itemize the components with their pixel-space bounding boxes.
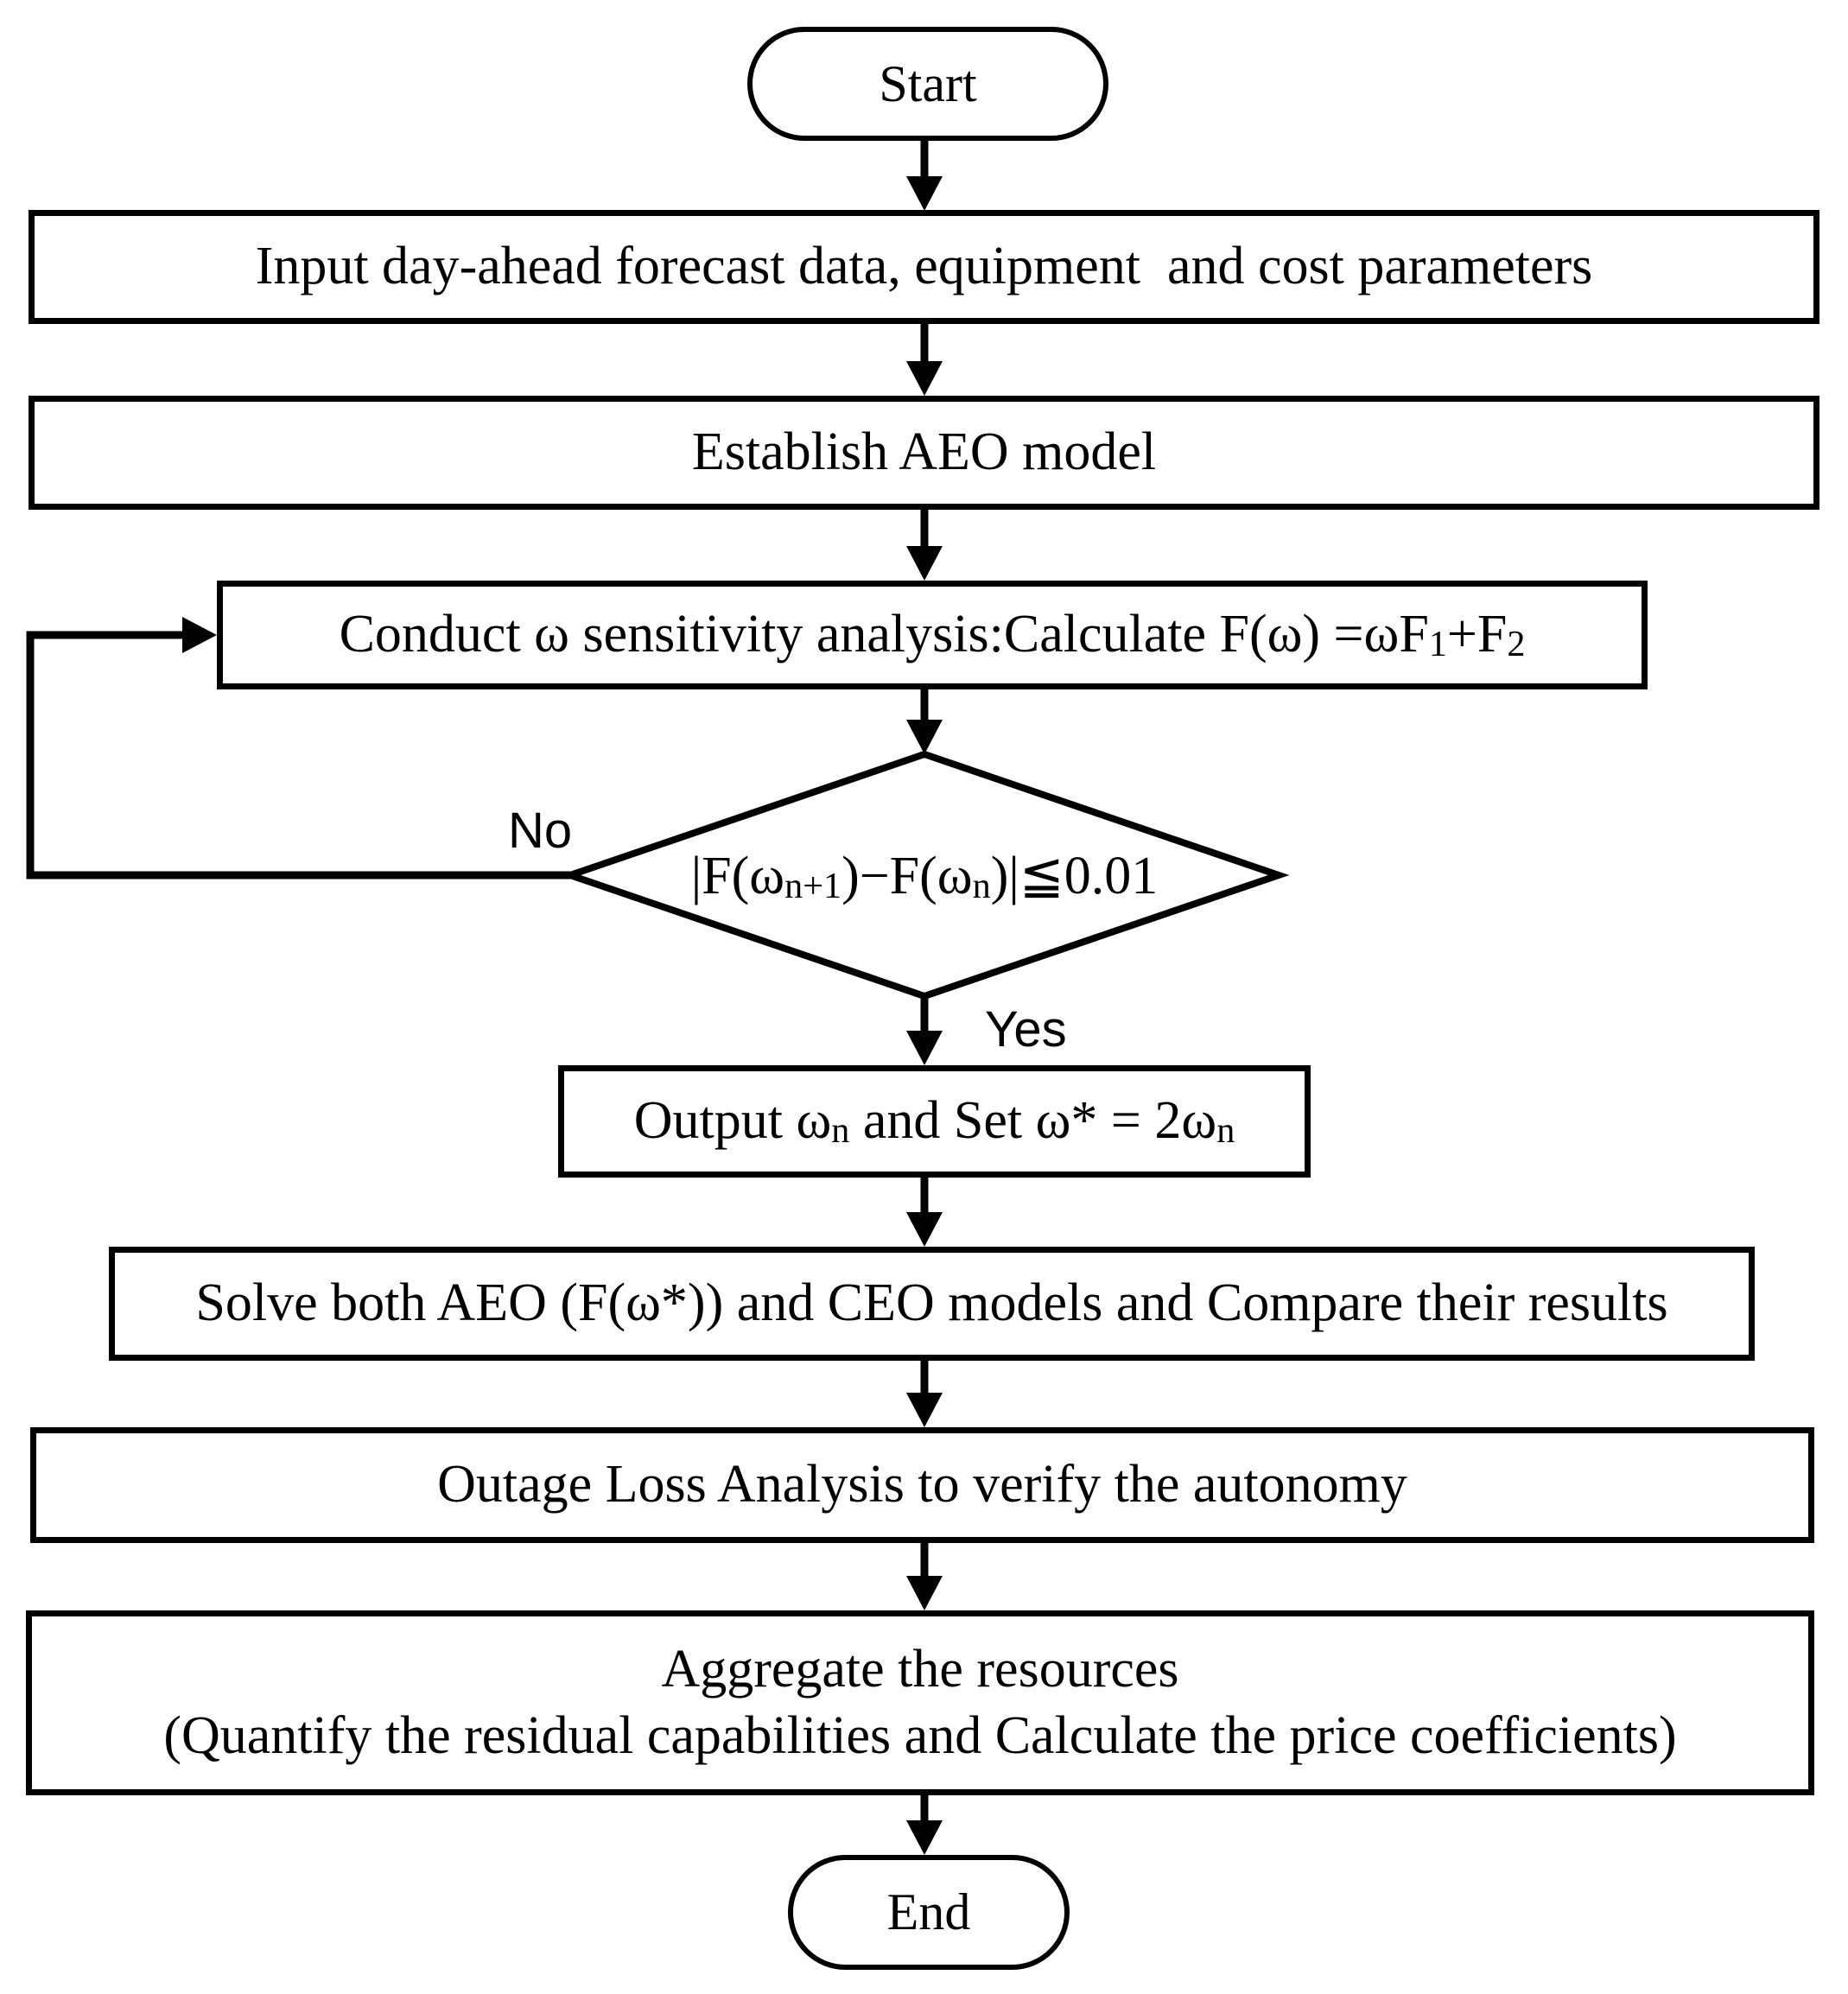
node-input-data-label: Input day-ahead forecast data, equipment… — [255, 237, 1593, 296]
node-aggregate-resources-line2: (Quantify the residual capabilities and … — [163, 1706, 1677, 1765]
node-solve-models: Solve both AEO (F(ω*)) and CEO models an… — [109, 1247, 1755, 1361]
arrow-establish-to-conduct — [906, 507, 943, 581]
arrow-input-to-establish — [906, 321, 943, 396]
arrow-decision-to-output-yes — [906, 994, 943, 1065]
arrow-start-to-input — [906, 138, 943, 211]
decision-diamond-shape — [559, 750, 1290, 1000]
arrow-aggregate-to-end — [906, 1793, 943, 1855]
loop-no-decision-to-conduct — [26, 617, 570, 880]
node-end-label: End — [886, 1883, 971, 1940]
node-sensitivity-analysis: Conduct ω sensitivity analysis:Calculate… — [217, 581, 1648, 689]
node-solve-models-label: Solve both AEO (F(ω*)) and CEO models an… — [195, 1273, 1668, 1333]
node-aggregate-resources: Aggregate the resources (Quantify the re… — [26, 1610, 1814, 1795]
arrow-outage-to-aggregate — [906, 1540, 943, 1610]
node-output-omega: Output ωn and Set ω* = 2ωn — [558, 1065, 1311, 1178]
node-start: Start — [747, 27, 1108, 141]
decision-condition-label: |F(ωn+1)−F(ωn)|≦0.01 — [553, 823, 1296, 927]
edge-label-yes: Yes — [985, 1001, 1067, 1057]
node-outage-loss-analysis: Outage Loss Analysis to verify the auton… — [30, 1427, 1814, 1543]
node-input-data: Input day-ahead forecast data, equipment… — [29, 210, 1819, 324]
arrow-conduct-to-decision — [906, 687, 943, 754]
edge-label-no: No — [508, 803, 573, 859]
node-aggregate-resources-line1: Aggregate the resources — [661, 1639, 1179, 1699]
node-end: End — [788, 1855, 1070, 1970]
arrow-solve-to-outage — [906, 1358, 943, 1427]
node-start-label: Start — [879, 54, 977, 112]
node-establish-aeo-label: Establish AEO model — [691, 422, 1157, 482]
node-output-omega-label: Output ωn and Set ω* = 2ωn — [633, 1091, 1235, 1152]
node-establish-aeo: Establish AEO model — [29, 396, 1819, 510]
node-sensitivity-analysis-label: Conduct ω sensitivity analysis:Calculate… — [339, 605, 1526, 665]
node-outage-loss-analysis-label: Outage Loss Analysis to verify the auton… — [437, 1455, 1407, 1515]
arrow-output-to-solve — [906, 1175, 943, 1247]
decision-condition-text: |F(ωn+1)−F(ωn)|≦0.01 — [690, 847, 1159, 907]
